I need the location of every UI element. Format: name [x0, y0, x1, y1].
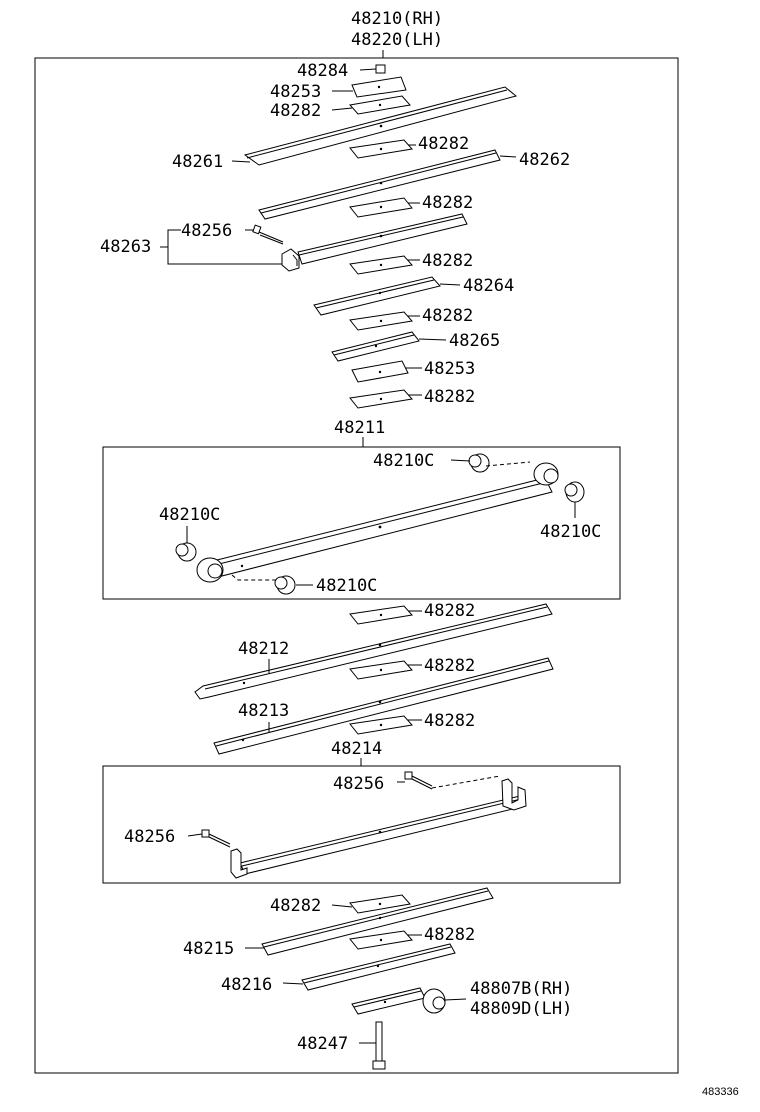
label-48213: 48213	[238, 701, 289, 721]
label-48262: 48262	[519, 150, 570, 170]
bushing-48210c-top-right	[468, 453, 490, 473]
diagram-code: 483336	[702, 1086, 739, 1098]
label-48256-left: 48256	[124, 827, 175, 847]
label-48210c-top-right: 48210C	[373, 451, 434, 471]
label-48809d: 48809D(LH)	[470, 999, 572, 1019]
box-48211	[102, 446, 621, 600]
label-48261: 48261	[172, 152, 223, 172]
label-48212: 48212	[238, 639, 289, 659]
label-48256-top: 48256	[181, 221, 232, 241]
label-48282-b: 48282	[418, 134, 469, 154]
eye-left	[196, 557, 224, 583]
bushing-48210c-bottom	[274, 575, 296, 595]
leaf-48212	[194, 603, 553, 700]
label-48256-right: 48256	[333, 774, 384, 794]
nut-48284	[375, 64, 386, 74]
leaf-48211	[204, 477, 553, 579]
label-48253-mid: 48253	[424, 359, 475, 379]
label-48282-j: 48282	[270, 896, 321, 916]
bolt-48256-left	[201, 829, 231, 848]
label-48282-f: 48282	[424, 387, 475, 407]
label-48284: 48284	[297, 61, 348, 81]
label-48282-k: 48282	[424, 925, 475, 945]
label-48282-i: 48282	[424, 711, 475, 731]
label-48263: 48263	[100, 237, 151, 257]
label-48265: 48265	[449, 331, 500, 351]
clip-48214-left	[230, 848, 248, 879]
bushing-48210c-right	[564, 481, 585, 503]
label-48211: 48211	[334, 418, 385, 438]
assembly-number-rh: 48210(RH)	[351, 9, 443, 29]
label-48215: 48215	[183, 939, 234, 959]
label-48264: 48264	[463, 276, 514, 296]
label-48214: 48214	[331, 739, 382, 759]
label-48282-c: 48282	[422, 193, 473, 213]
bolt-48256-top	[252, 224, 284, 245]
label-48807b: 48807B(RH)	[470, 979, 572, 999]
leaf-48263	[297, 213, 468, 265]
assembly-number-lh: 48220(LH)	[351, 30, 443, 50]
label-48210c-right: 48210C	[540, 522, 601, 542]
clip-48263	[281, 248, 300, 272]
label-48282-g: 48282	[424, 601, 475, 621]
clip-48214-right	[501, 778, 527, 811]
leaf-48215	[261, 887, 494, 956]
label-48282-a: 48282	[270, 101, 321, 121]
label-48282-h: 48282	[424, 656, 475, 676]
label-48247: 48247	[297, 1034, 348, 1054]
label-48253-top: 48253	[270, 82, 321, 102]
eye-right	[533, 462, 559, 486]
label-48210c-left: 48210C	[159, 505, 220, 525]
leaf-48214	[239, 795, 526, 875]
label-48210c-bottom: 48210C	[316, 576, 377, 596]
label-48282-d: 48282	[422, 251, 473, 271]
label-48282-e: 48282	[422, 306, 473, 326]
spacer-48807b-48809d	[351, 987, 446, 1015]
box-48214	[102, 765, 621, 884]
center-bolt-48247	[372, 1021, 386, 1070]
outer-frame	[34, 57, 679, 1074]
bolt-48256-right	[404, 771, 433, 790]
label-48216: 48216	[221, 975, 272, 995]
bushing-48210c-left	[175, 542, 197, 562]
